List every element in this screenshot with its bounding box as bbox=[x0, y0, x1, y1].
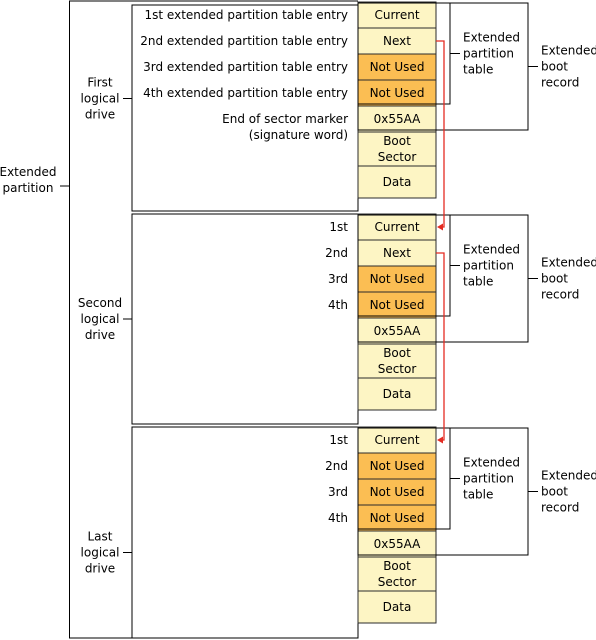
logical-drive-label: Second bbox=[78, 296, 122, 310]
cell-normal bbox=[357, 426, 437, 454]
logical-drive-label: First bbox=[87, 76, 113, 90]
chain-arrow-line bbox=[436, 40, 445, 228]
entry-label: 2nd bbox=[325, 246, 348, 260]
ept-label: partition bbox=[463, 259, 514, 273]
entry-label: 4th bbox=[328, 511, 348, 525]
cell-value: Data bbox=[383, 387, 412, 401]
logical-drive-box bbox=[131, 213, 359, 425]
cell-value: Not Used bbox=[370, 459, 425, 473]
cell-unused bbox=[357, 478, 437, 506]
entry-label: 3rd bbox=[328, 272, 348, 286]
entry-label: 3rd bbox=[328, 485, 348, 499]
ept-label: partition bbox=[463, 472, 514, 486]
entry-label: 1st bbox=[329, 433, 348, 447]
cell-value: 0x55AA bbox=[374, 537, 422, 551]
ept-label: Extended bbox=[463, 456, 520, 470]
cell-value: Not Used bbox=[370, 272, 425, 286]
entry-label: 4th extended partition table entry bbox=[143, 86, 348, 100]
cell-value: Not Used bbox=[370, 511, 425, 525]
cell-unused bbox=[357, 452, 437, 480]
cell-value: Sector bbox=[378, 575, 417, 589]
cell-value: 0x55AA bbox=[374, 112, 422, 126]
logical-drive-box bbox=[131, 426, 359, 639]
ebr-label: record bbox=[541, 76, 579, 90]
cell-normal bbox=[357, 165, 437, 199]
ebr-label: boot bbox=[541, 272, 568, 286]
cell-value: Next bbox=[383, 246, 411, 260]
cell-value: Data bbox=[383, 175, 412, 189]
entry-label: 2nd bbox=[325, 459, 348, 473]
cell-value: Next bbox=[383, 34, 411, 48]
cell-unused bbox=[357, 265, 437, 293]
cell-value: Sector bbox=[378, 150, 417, 164]
entry-label: 4th bbox=[328, 298, 348, 312]
logical-drive-label: logical bbox=[81, 312, 120, 326]
ept-label: table bbox=[463, 63, 493, 77]
entry-label: 1st bbox=[329, 220, 348, 234]
ebr-label: record bbox=[541, 501, 579, 515]
extended-partition-label: Extended bbox=[0, 165, 57, 179]
entry-label: 2nd extended partition table entry bbox=[140, 34, 348, 48]
entry-label: 3rd extended partition table entry bbox=[143, 60, 348, 74]
cell-normal bbox=[357, 590, 437, 624]
logical-drive-label: logical bbox=[81, 92, 120, 106]
ebr-label: Extended bbox=[541, 469, 596, 483]
cell-normal bbox=[357, 317, 437, 345]
cell-value: Current bbox=[374, 8, 419, 22]
cell-value: Not Used bbox=[370, 298, 425, 312]
cell-value: 0x55AA bbox=[374, 324, 422, 338]
ept-label: table bbox=[463, 488, 493, 502]
cell-value: Current bbox=[374, 220, 419, 234]
cell-value: Boot bbox=[383, 559, 411, 573]
ebr-label: Extended bbox=[541, 44, 596, 58]
chain-arrowhead bbox=[437, 223, 443, 231]
ept-label: Extended bbox=[463, 31, 520, 45]
cell-normal bbox=[357, 1, 437, 29]
cell-value: Data bbox=[383, 600, 412, 614]
outer-left-line bbox=[69, 1, 70, 638]
ebr-label: record bbox=[541, 288, 579, 302]
cell-value: Boot bbox=[383, 134, 411, 148]
cell-value: Not Used bbox=[370, 485, 425, 499]
logical-drive-label: logical bbox=[81, 546, 120, 560]
ept-label: partition bbox=[463, 47, 514, 61]
cell-normal bbox=[357, 105, 437, 133]
ept-label: table bbox=[463, 275, 493, 289]
entry-label: End of sector marker bbox=[222, 112, 348, 126]
ebr-label: boot bbox=[541, 485, 568, 499]
logical-drive-label: drive bbox=[85, 562, 115, 576]
ebr-label: Extended bbox=[541, 256, 596, 270]
chain-arrowhead bbox=[437, 436, 443, 444]
ept-label: Extended bbox=[463, 243, 520, 257]
cell-value: Not Used bbox=[370, 60, 425, 74]
cell-normal bbox=[357, 131, 437, 167]
logical-drive-label: drive bbox=[85, 108, 115, 122]
cell-value: Sector bbox=[378, 362, 417, 376]
ebr-label: boot bbox=[541, 60, 568, 74]
cell-value: Not Used bbox=[370, 86, 425, 100]
entry-label: 1st extended partition table entry bbox=[145, 8, 348, 22]
cell-value: Boot bbox=[383, 346, 411, 360]
cell-normal bbox=[357, 530, 437, 558]
logical-drive-label: Last bbox=[88, 530, 113, 544]
cell-normal bbox=[357, 239, 437, 267]
cell-value: Current bbox=[374, 433, 419, 447]
entry-label: (signature word) bbox=[249, 128, 348, 142]
extended-partition-label: partition bbox=[3, 181, 54, 195]
logical-drive-label: drive bbox=[85, 328, 115, 342]
chain-arrow-line bbox=[436, 252, 445, 441]
cell-normal bbox=[357, 377, 437, 411]
cell-normal bbox=[357, 343, 437, 379]
